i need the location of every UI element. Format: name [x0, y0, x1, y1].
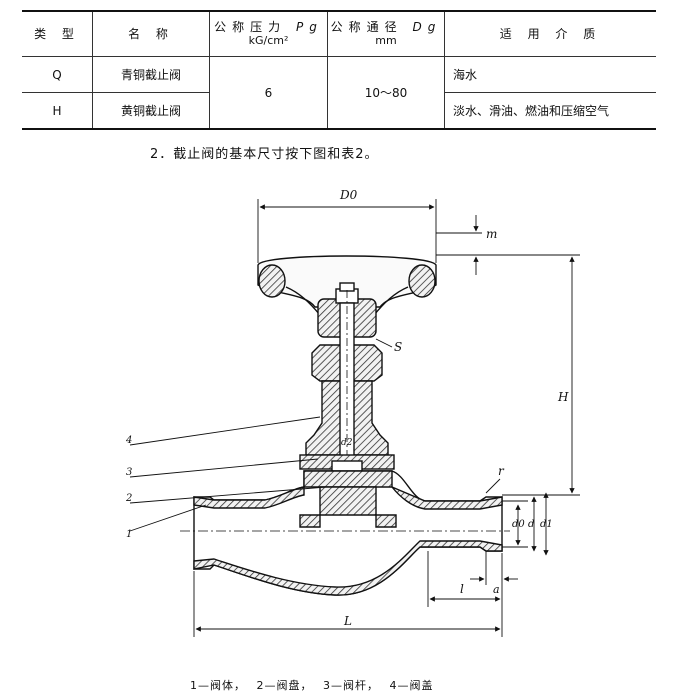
- header-name: 名 称: [92, 10, 210, 57]
- label-S: S: [394, 340, 402, 354]
- table-row: Q 青铜截止阀 6 10～80 海水: [22, 56, 656, 130]
- label-H: H: [557, 390, 569, 404]
- label-D0: D0: [339, 188, 358, 202]
- header-pressure-unit: kG/cm²: [248, 34, 289, 47]
- dimension-lines: [129, 199, 580, 637]
- header-pressure: 公称压力 Pg kG/cm²: [209, 10, 328, 57]
- cell-name: 青铜截止阀: [92, 56, 210, 93]
- header-diameter-symbol: Dg: [412, 20, 442, 34]
- header-diameter-unit: mm: [375, 34, 397, 47]
- label-l: l: [460, 582, 464, 596]
- label-part-3: 3: [126, 467, 132, 478]
- header-diameter: 公称通径 Dg mm: [327, 10, 445, 57]
- label-part-4: 4: [125, 435, 132, 446]
- spec-table: 类 型 名 称 公称压力 Pg kG/cm² 公称通径 Dg mm 适 用 介 …: [22, 10, 656, 130]
- label-r: r: [498, 464, 505, 478]
- cell-media: 淡水、滑油、燃油和压缩空气: [444, 92, 656, 130]
- table-header-row: 类 型 名 称 公称压力 Pg kG/cm² 公称通径 Dg mm 适 用 介 …: [22, 10, 656, 57]
- header-pressure-symbol: Pg: [295, 20, 323, 34]
- cell-diameter: 10～80: [327, 56, 445, 130]
- cell-pressure: 6: [209, 56, 328, 130]
- cell-name: 黄铜截止阀: [92, 92, 210, 130]
- label-d: d: [528, 519, 534, 530]
- cell-media: 海水: [444, 56, 656, 93]
- label-part-2: 2: [125, 493, 132, 504]
- note-text: 2．截止阀的基本尺寸按下图和表2。: [150, 147, 379, 162]
- valve-drawing: D0 m S H d2 r d0 d d1 l a L 4 3 2 1: [125, 188, 580, 637]
- label-d1: d1: [540, 519, 553, 530]
- header-diameter-label: 公称通径: [330, 20, 403, 34]
- label-d2: d2: [341, 438, 353, 448]
- header-pressure-label: 公称压力: [214, 20, 287, 34]
- label-a: a: [493, 583, 500, 596]
- valve-outline: [180, 255, 510, 596]
- cell-type: Q: [22, 56, 93, 93]
- label-part-1: 1: [126, 529, 132, 540]
- table-row: H 黄铜截止阀 淡水、滑油、燃油和压缩空气: [22, 92, 656, 130]
- cell-type: H: [22, 92, 93, 130]
- label-d0: d0: [512, 519, 525, 530]
- parts-caption: 1—阀体， 2—阀盘， 3—阀杆， 4—阀盖: [190, 679, 434, 692]
- header-type: 类 型: [22, 10, 93, 57]
- label-L: L: [343, 614, 352, 628]
- label-m: m: [486, 227, 497, 241]
- header-media: 适 用 介 质: [444, 10, 656, 57]
